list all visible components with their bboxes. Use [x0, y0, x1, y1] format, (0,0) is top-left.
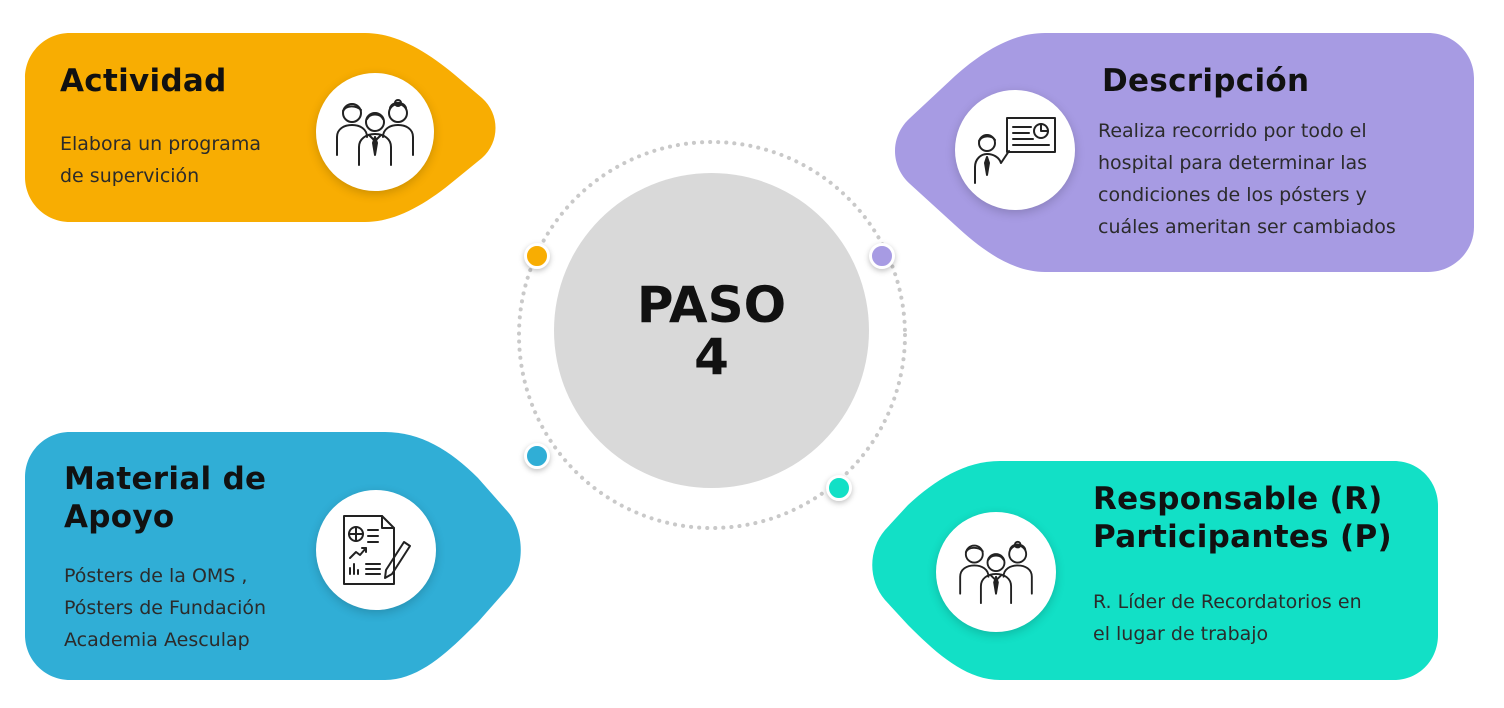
dotted-ring: [517, 140, 907, 530]
presentation-board-icon: [974, 117, 1056, 184]
material-text-line-2: Pósters de Fundación: [64, 597, 267, 619]
actividad-connector-dot: [524, 243, 550, 269]
descripcion-connector-dot: [869, 243, 895, 269]
material-icon-circle: [316, 490, 436, 610]
descripcion-card-shape: [895, 33, 1474, 272]
descripcion-icon-circle: [955, 90, 1075, 210]
responsable-title-line-2: Participantes (P): [1093, 519, 1392, 555]
descripcion-title: Descripción: [1102, 63, 1310, 99]
material-connector-dot: [524, 443, 550, 469]
center-step-circle: PASO 4: [554, 173, 869, 488]
material-title-line-1: Material de: [64, 461, 267, 497]
actividad-text-line-2: de supervición: [60, 165, 200, 187]
material-title-line-2: Apoyo: [64, 499, 175, 535]
responsable-icon-circle: [936, 512, 1056, 632]
report-document-icon: [343, 515, 411, 585]
descripcion-text-line-4: cuáles ameritan ser cambiados: [1098, 216, 1396, 238]
center-step-number: 4: [694, 327, 729, 386]
actividad-icon-circle: [316, 73, 434, 191]
responsable-text-line-2: el lugar de trabajo: [1093, 623, 1269, 645]
team-people-icon: [959, 540, 1033, 605]
material-text-line-3: Academia Aesculap: [64, 629, 250, 651]
team-people-icon: [336, 99, 414, 166]
actividad-text-line-1: Elabora un programa: [60, 133, 261, 155]
responsable-connector-dot: [826, 475, 852, 501]
responsable-title-line-1: Responsable (R): [1093, 481, 1383, 517]
descripcion-text-line-3: condiciones de los pósters y: [1098, 184, 1367, 206]
responsable-text-line-1: R. Líder de Recordatorios en: [1093, 591, 1362, 613]
descripcion-text-line-1: Realiza recorrido por todo el: [1098, 120, 1367, 142]
actividad-title: Actividad: [60, 63, 227, 99]
descripcion-text-line-2: hospital para determinar las: [1098, 152, 1368, 174]
material-text-line-1: Pósters de la OMS ,: [64, 565, 248, 587]
center-step-label: PASO: [636, 275, 787, 334]
